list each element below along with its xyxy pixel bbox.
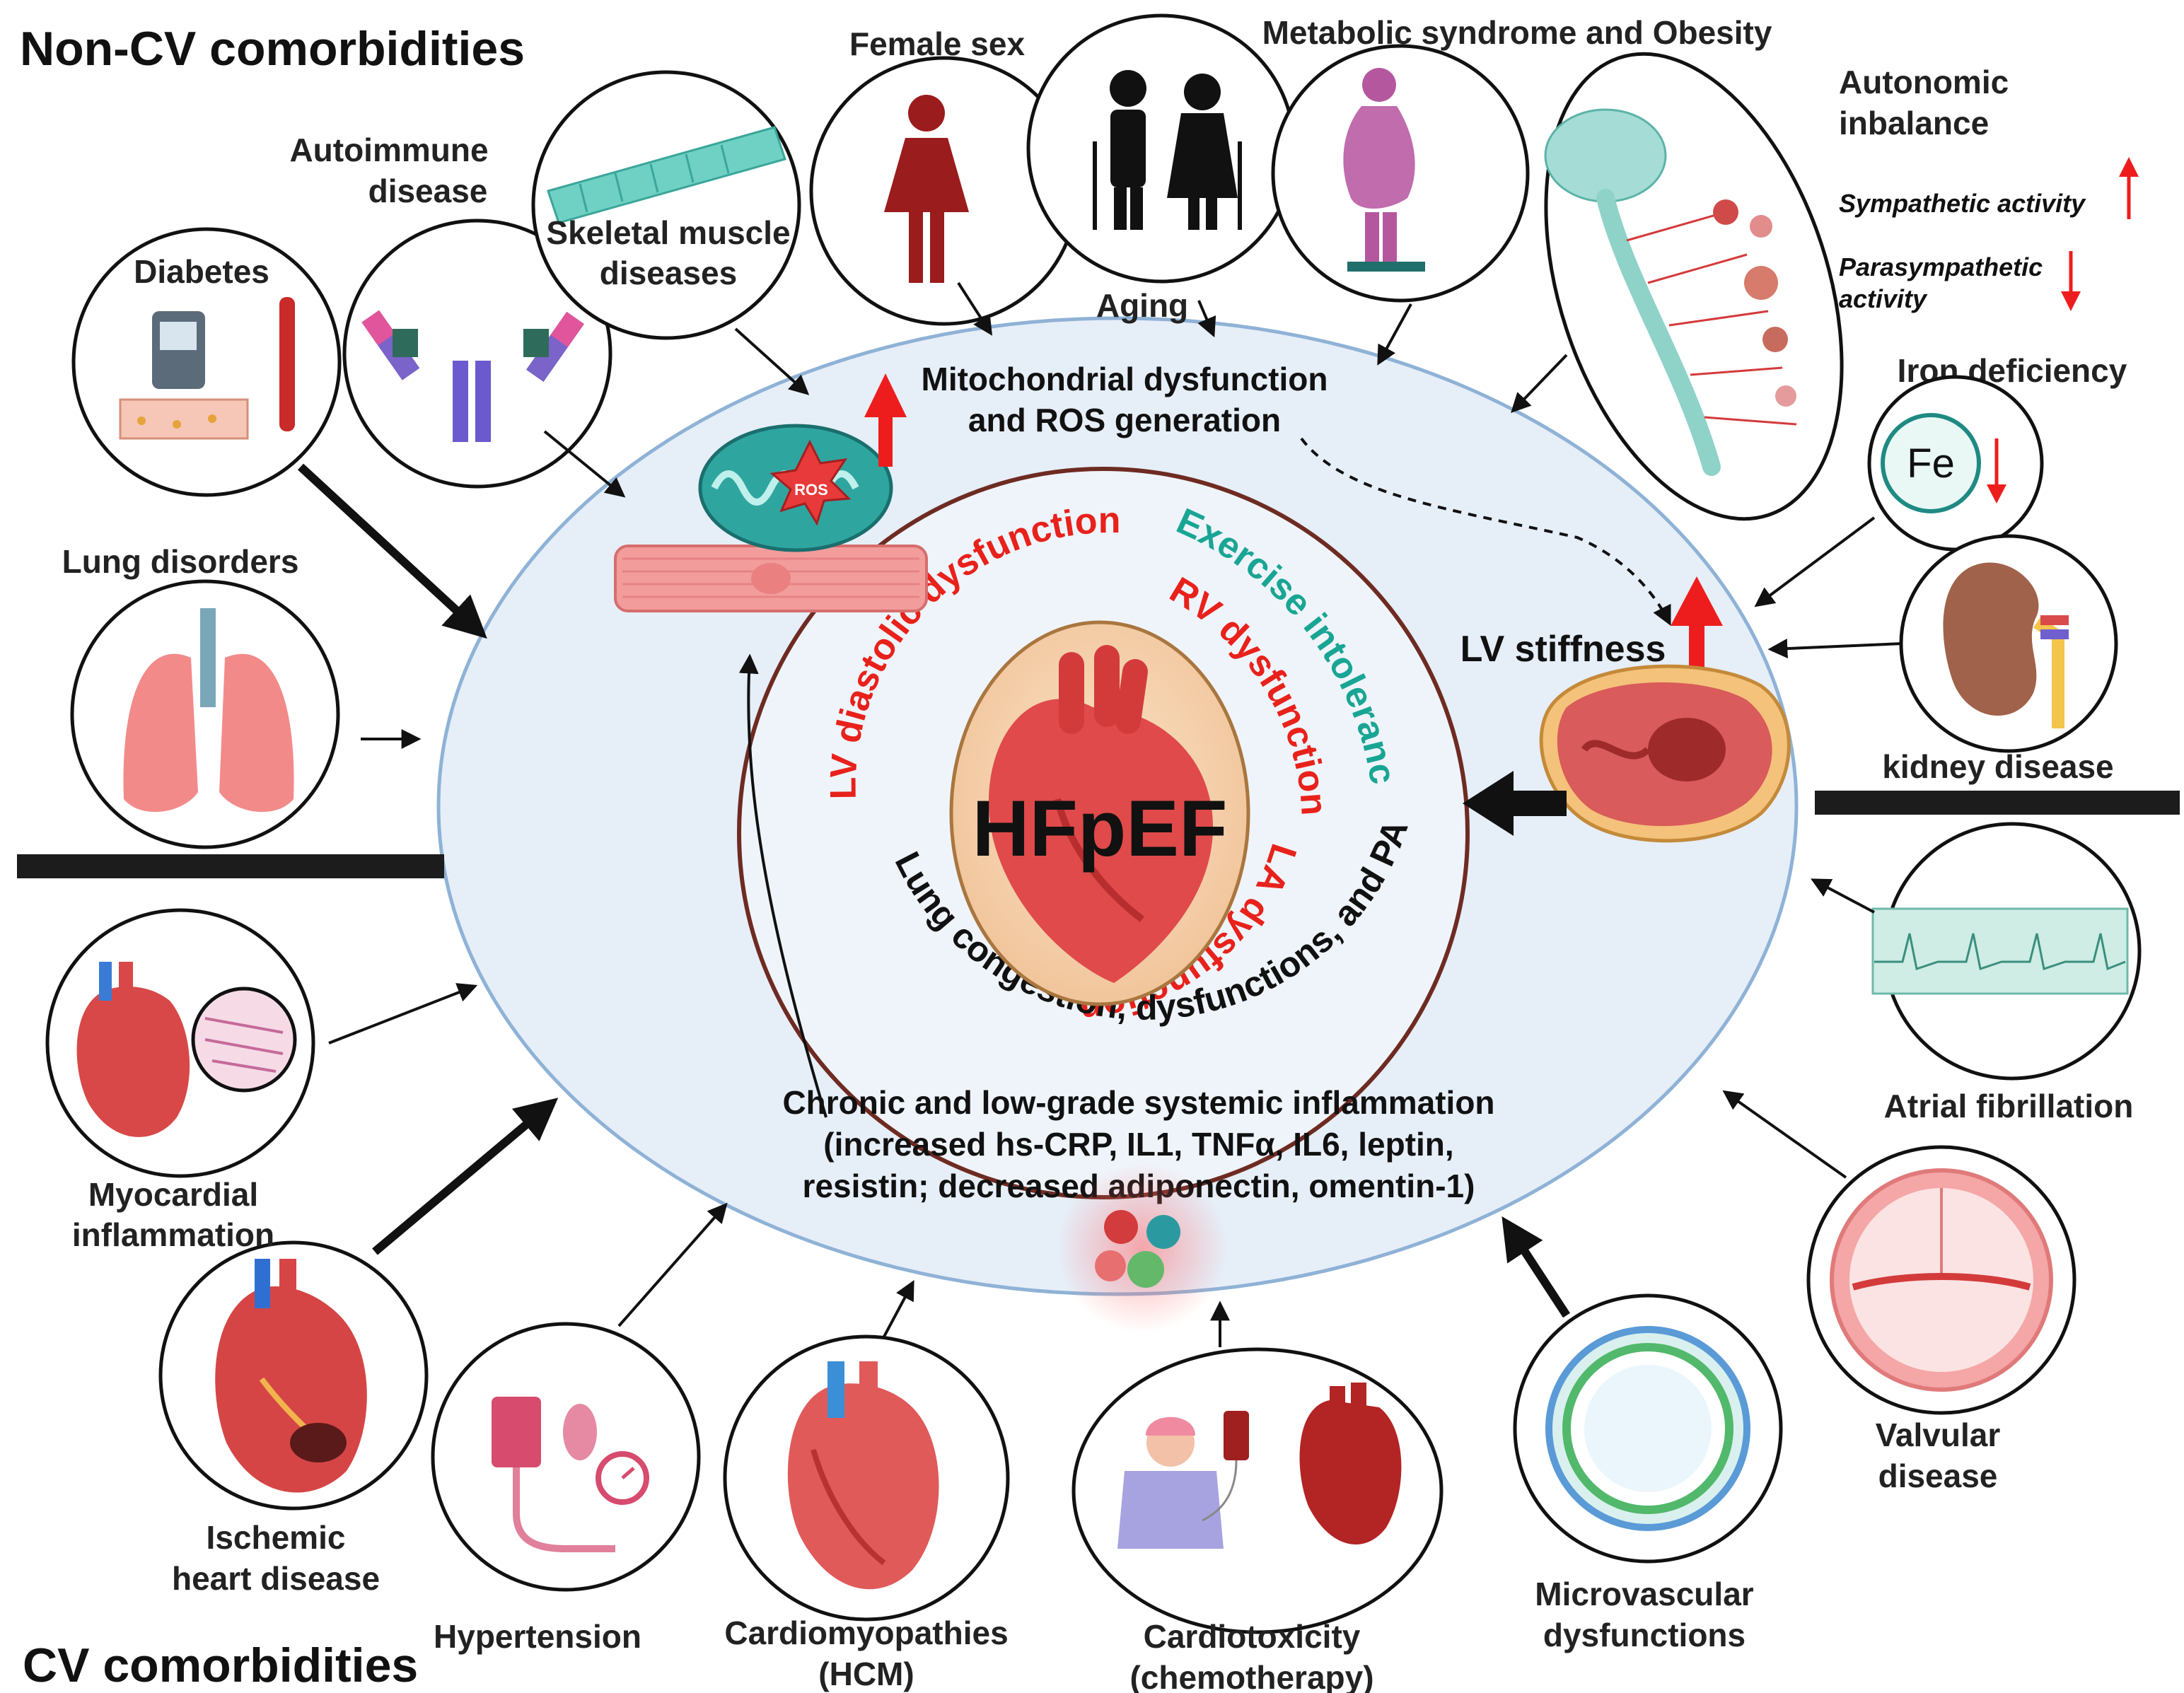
divider-left (17, 854, 444, 878)
myocardial-heart-icon (76, 962, 297, 1137)
arrow-myocardial (328, 983, 478, 1045)
mito-label-1: Mitochondrial dysfunction (922, 361, 1328, 397)
inflammation-line-2: (increased hs-CRP, IL1, TNFα, IL6, lepti… (823, 1126, 1453, 1163)
arrow-ischemic (372, 1098, 559, 1255)
antibody-icon (361, 310, 584, 442)
arrow-valvular (1722, 1090, 1847, 1179)
fe-label: Fe (1907, 441, 1955, 487)
inflammation-to-mito-arrow (738, 653, 827, 1118)
iron-down-arrow (1987, 438, 2006, 504)
microvascular-label-1: Microvascular (1535, 1576, 1753, 1612)
hypertension-label: Hypertension (434, 1618, 641, 1655)
muscle-fiber-strip (614, 545, 928, 612)
mito-label-2: and ROS generation (968, 402, 1281, 438)
parasympathetic-label-2: activity (1839, 284, 1928, 313)
cardiomyo-label-1: Cardiomyopathies (724, 1615, 1008, 1651)
glucose-meter-icon (119, 297, 295, 440)
arrow-skeletal (734, 327, 810, 395)
mito-up-arrow (864, 373, 907, 467)
valvular-label-1: Valvular (1876, 1416, 2001, 1453)
ischemic-label-2: heart disease (172, 1560, 380, 1597)
female-icon (884, 95, 969, 283)
microvascular-label-2: dysfunctions (1543, 1617, 1746, 1653)
heart-icon (988, 645, 1213, 983)
atrial-label: Atrial fibrillation (1884, 1088, 2134, 1124)
arrow-cardiomyo (883, 1280, 914, 1337)
parasympathetic-label-1: Parasympathetic (1839, 252, 2043, 281)
fe-icon (1881, 413, 1981, 513)
arrow-female (957, 281, 993, 336)
lv-stiffness-up-arrow (1671, 576, 1723, 672)
diabetes-label: Diabetes (134, 253, 269, 290)
autonomic-label-2: inbalance (1839, 105, 1989, 141)
elderly-couple-icon (1093, 70, 1242, 230)
divider-right (1815, 791, 2180, 815)
big-left-arrow (1463, 771, 1567, 836)
arrow-atrial (1811, 878, 1875, 914)
heart-valve-icon (1830, 1168, 2053, 1392)
arrow-aging (1197, 300, 1216, 338)
autoimmune-label-1: Autoimmune (289, 132, 488, 168)
autoimmune-label-2: disease (368, 173, 488, 209)
heart-cross-section-icon (1539, 664, 1791, 843)
mitochondria-icon (698, 424, 893, 552)
autonomic-label-1: Autonomic (1839, 64, 2009, 100)
cardiotox-label-1: Cardiotoxicity (1144, 1618, 1361, 1655)
ecg-icon (1871, 907, 2129, 995)
hypertension-circle (431, 1322, 701, 1592)
kidney-icon (1943, 562, 2069, 728)
cardiomyopathy-heart-icon (787, 1361, 939, 1590)
aging-circle (1026, 13, 1296, 284)
valvular-label-2: disease (1878, 1458, 1998, 1494)
metabolic-label: Metabolic syndrome and Obesity (1262, 14, 1772, 51)
myocardial-label-1: Myocardial (88, 1176, 258, 1213)
cv-title: CV comorbidities (23, 1639, 418, 1692)
ischemic-heart-icon (215, 1259, 367, 1493)
arrow-diabetes (297, 463, 487, 639)
chemotherapy-icon (1117, 1383, 1402, 1549)
arrow-kidney (1767, 639, 1903, 659)
obese-person-icon (1343, 68, 1425, 272)
blood-pressure-icon (492, 1397, 649, 1552)
inflammation-line-1: Chronic and low-grade systemic inflammat… (782, 1084, 1494, 1121)
arrow-metabolic (1377, 303, 1412, 366)
skeletal-label-2: diseases (600, 255, 737, 291)
arrow-autonomic (1511, 354, 1568, 414)
female-label: Female sex (849, 25, 1025, 62)
nervous-system-icon (1544, 108, 1797, 476)
cardiomyo-label-2: (HCM) (818, 1656, 914, 1692)
arrow-iron (1754, 516, 1876, 607)
autoimmune-circle (342, 219, 612, 489)
sympathetic-up-arrow (2119, 157, 2139, 219)
cardiotox-label-2: (chemotherapy) (1129, 1659, 1373, 1693)
myocardial-label-2: inflammation (72, 1216, 274, 1253)
ros-label: ROS (794, 481, 828, 499)
immune-cells-icon (1057, 1163, 1227, 1333)
hfpef-title: HFpEF (972, 784, 1228, 873)
non-cv-title: Non-CV comorbidities (20, 22, 525, 76)
lung-label: Lung disorders (62, 543, 299, 580)
lungs-icon (123, 608, 294, 813)
ischemic-label-1: Ischemic (207, 1519, 346, 1556)
skeletal-label-1: Skeletal muscle (546, 214, 790, 251)
blood-vessel-icon (1545, 1326, 1750, 1531)
arrow-autoimmune (543, 430, 626, 498)
lv-stiffness-label: LV stiffness (1460, 629, 1666, 670)
arrow-hypertension (617, 1202, 728, 1327)
muscle-fiber-icon (547, 126, 786, 224)
kidney-label: kidney disease (1882, 748, 2113, 785)
arrow-microvascular (1502, 1216, 1571, 1318)
sympathetic-label: Sympathetic activity (1839, 189, 2086, 218)
aging-label: Aging (1096, 287, 1188, 324)
dashed-connector (1300, 437, 1671, 627)
parasympathetic-down-arrow (2061, 251, 2081, 311)
